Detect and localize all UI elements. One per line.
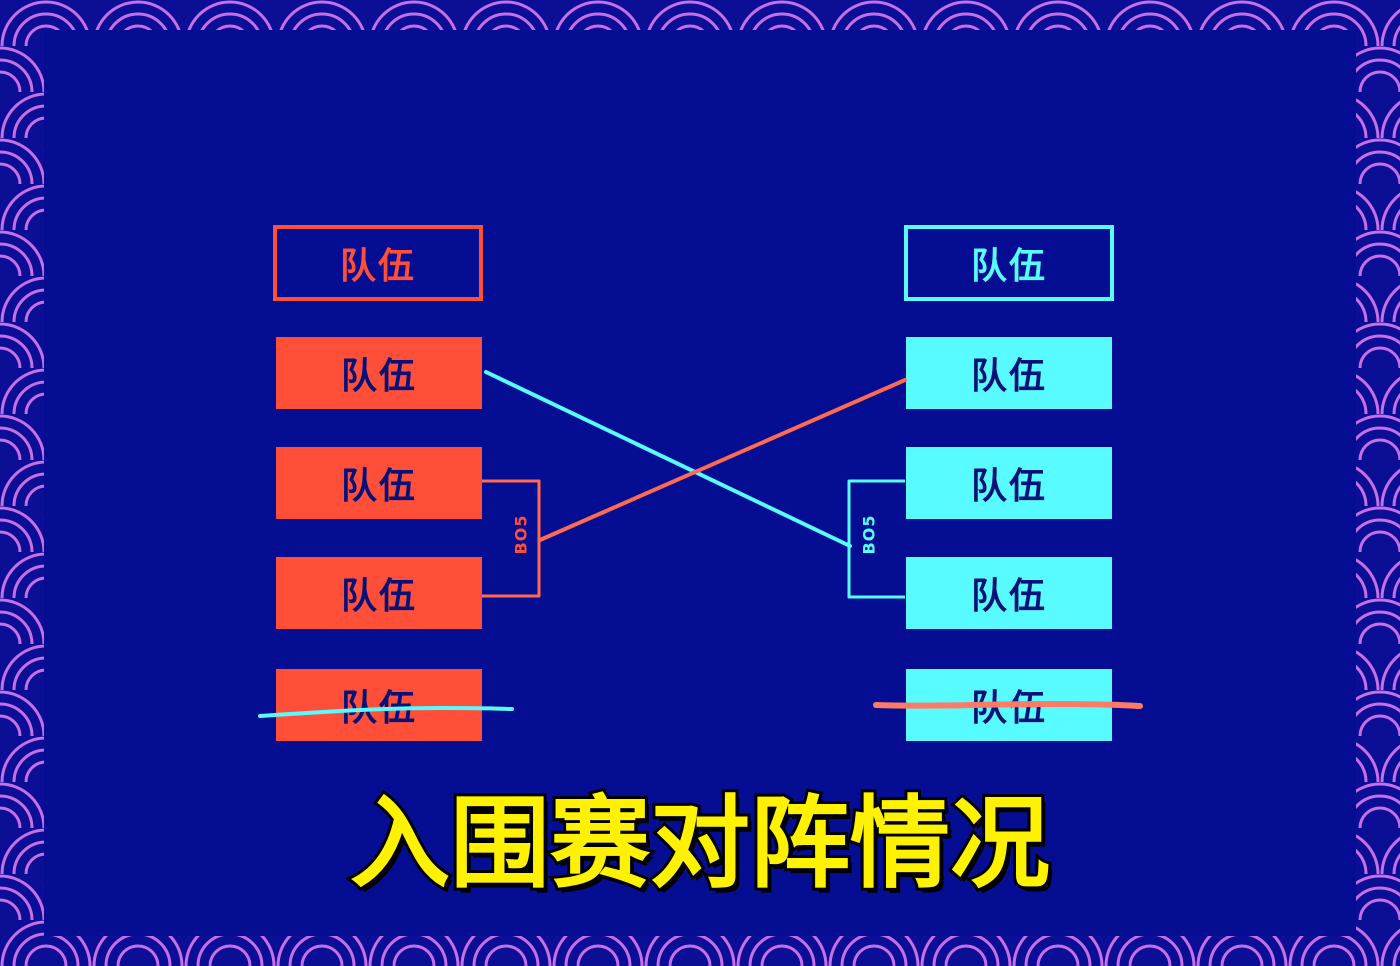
left-team-3: 队伍	[276, 557, 482, 629]
left-team-1: 队伍	[276, 337, 482, 409]
right-team-3: 队伍	[906, 557, 1112, 629]
right-bo5-label: BO5	[859, 514, 879, 555]
left-header-team: 队伍	[273, 225, 483, 301]
left-team-2: 队伍	[276, 447, 482, 519]
right-team-1: 队伍	[906, 337, 1112, 409]
page-title: 入围赛对阵情况	[347, 783, 1053, 905]
right-team-4-eliminated: 队伍	[906, 669, 1112, 741]
right-header-team: 队伍	[904, 225, 1114, 301]
left-team-4-eliminated: 队伍	[276, 669, 482, 741]
right-team-2: 队伍	[906, 447, 1112, 519]
left-bo5-label: BO5	[511, 514, 531, 555]
